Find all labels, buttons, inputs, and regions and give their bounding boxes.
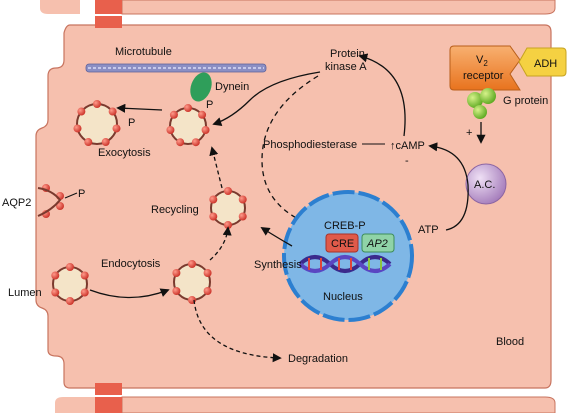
synthesis-arrow xyxy=(260,227,293,247)
dynein-label: Dynein xyxy=(215,81,249,93)
pka-label-2: kinase A xyxy=(325,61,367,73)
synthesis-label: Synthesis xyxy=(254,259,302,271)
aqp2-bead xyxy=(66,263,74,271)
phosphodiesterase-label: Phosphodiesterase xyxy=(263,139,357,151)
microtubule-label: Microtubule xyxy=(115,46,172,58)
aqp2-bead xyxy=(51,271,60,280)
dynein-motor xyxy=(190,72,212,102)
aqp2-bead xyxy=(80,271,89,280)
camp-label: ↑cAMP xyxy=(390,140,425,152)
cre-box xyxy=(325,233,359,253)
aqp2-bead xyxy=(209,195,218,204)
aqp2-label: AQP2 xyxy=(2,197,31,209)
bottom-cell-edge xyxy=(55,396,556,413)
aqp2-bead xyxy=(77,107,86,116)
g-protein-label: G protein xyxy=(503,95,548,107)
aqp2-bead xyxy=(51,288,60,297)
aqp2-bead xyxy=(224,187,232,195)
aqp2-bead xyxy=(112,124,121,133)
aqp2-bead xyxy=(66,297,74,305)
p-label-exocytosis: P xyxy=(128,117,135,129)
aqp2-bead xyxy=(191,138,200,147)
plus-sign: + xyxy=(466,127,472,139)
recycling-vesicle xyxy=(209,187,247,229)
dna-helix xyxy=(298,255,392,273)
creb-p-label: CREB-P xyxy=(324,220,366,232)
adh-hormone xyxy=(518,47,567,77)
aqp2-bead xyxy=(172,269,181,277)
aqp2-bead xyxy=(176,138,185,147)
aqp2-bead xyxy=(108,107,117,116)
endocytosis-label: Endocytosis xyxy=(101,258,161,270)
aqp2-bead xyxy=(84,138,93,147)
p-label-aqp2: P xyxy=(78,188,85,200)
camp-to-pka-arrow xyxy=(358,53,406,137)
lumen-label: Lumen xyxy=(8,287,42,299)
degradation-label: Degradation xyxy=(288,353,348,365)
top-cell-edge xyxy=(40,0,556,15)
atp-label: ATP xyxy=(418,224,439,236)
adenylate-cyclase xyxy=(465,163,507,205)
dynein-vesicle xyxy=(166,104,210,147)
aqp2-bead xyxy=(198,110,207,119)
v2-receptor-label-1: V2 xyxy=(476,54,488,68)
aqp2-bead xyxy=(172,287,181,295)
aqp2-bead xyxy=(73,124,82,133)
aqp2-bead xyxy=(101,138,110,147)
aqp2-membrane-channel xyxy=(37,187,78,217)
aqp2-bead xyxy=(201,126,210,135)
nucleus-label: Nucleus xyxy=(323,291,363,303)
aqp2-bead xyxy=(169,110,178,119)
vesicle-layer xyxy=(42,100,247,305)
epithelial-cell xyxy=(35,24,552,389)
adh-label: ADH xyxy=(534,58,557,70)
exocytosis-vesicle xyxy=(73,100,121,147)
aqp2-bead xyxy=(166,126,175,135)
tight-junction-top xyxy=(95,16,122,28)
recycling-label: Recycling xyxy=(151,204,199,216)
to-exocytosis-arrow xyxy=(116,103,163,113)
blood-label: Blood xyxy=(496,336,524,348)
endo-to-recycling-arrow xyxy=(209,226,232,261)
exocytosis-label: Exocytosis xyxy=(98,147,151,159)
aqp2-membrane-bead xyxy=(56,202,64,210)
lumen-vesicle xyxy=(51,263,89,305)
aqp2-bead xyxy=(80,288,89,297)
tight-junction-bottom xyxy=(95,383,122,395)
v2-receptor-label-2: receptor xyxy=(463,70,504,82)
ac-label: A.C. xyxy=(474,179,495,191)
pka-label-1: Protein xyxy=(330,48,365,60)
aqp2-bead xyxy=(238,212,247,221)
aqp2-bead xyxy=(203,269,212,277)
g-protein xyxy=(467,88,496,119)
aqp2-bead xyxy=(188,260,196,268)
degradation-arrow xyxy=(193,299,282,363)
cre-label: CRE xyxy=(331,238,354,250)
endocytosis-vesicle xyxy=(172,260,212,304)
atp-to-camp-arrow xyxy=(428,142,469,231)
aqp2-bead xyxy=(93,100,101,108)
aqp2-bead xyxy=(238,195,247,204)
pka-to-creb-dashed-arrow xyxy=(261,75,322,231)
ap2-label: AP2 xyxy=(366,238,388,250)
endocytosis-arrow xyxy=(89,288,170,299)
v2-receptor xyxy=(449,45,521,91)
aqp2-bead xyxy=(184,104,192,112)
ap2-box xyxy=(361,233,395,253)
aqp2-bead xyxy=(209,212,218,221)
aqp2-bead xyxy=(224,221,232,229)
aqp2-bead xyxy=(203,287,212,295)
minus-sign: - xyxy=(405,155,409,167)
microtubule xyxy=(85,63,267,73)
p-label-dynein-vesicle: P xyxy=(206,99,213,111)
pka-to-vesicle-arrow xyxy=(212,71,321,127)
